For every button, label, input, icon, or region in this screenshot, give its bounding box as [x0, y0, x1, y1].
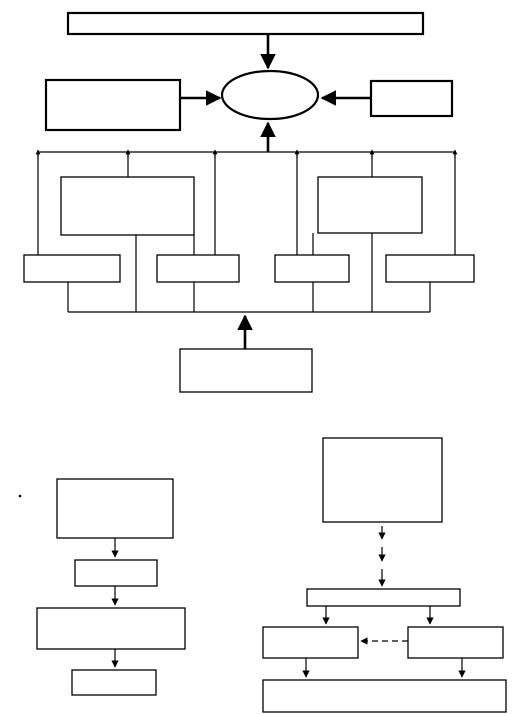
- left-input-box: [44, 78, 182, 132]
- bl-box-2: [74, 559, 158, 587]
- br-box-left: [262, 626, 359, 659]
- br-wide-bar: [306, 588, 461, 607]
- bus-arrowheads: [35, 149, 458, 158]
- bottom-left-diagram: [18, 478, 186, 696]
- left-large-box: [60, 176, 195, 236]
- top-header-box: [66, 11, 425, 36]
- bottom-input-box: [179, 348, 313, 393]
- small-box-1: [23, 254, 121, 283]
- stray-dot: [18, 494, 22, 498]
- right-input-box: [369, 79, 454, 118]
- bl-box-3: [36, 607, 186, 650]
- bl-box-1: [56, 478, 174, 539]
- bl-box-4: [71, 669, 157, 696]
- small-box-2: [156, 254, 240, 283]
- right-large-box: [317, 176, 423, 234]
- br-box-tall: [322, 437, 443, 523]
- br-bottom-wide-box: [262, 679, 507, 713]
- small-box-3: [274, 254, 350, 283]
- br-box-right: [407, 626, 504, 659]
- bottom-right-diagram: [262, 437, 507, 713]
- central-oval: [220, 69, 320, 121]
- small-box-4: [385, 254, 475, 283]
- top-diagram: [23, 11, 475, 393]
